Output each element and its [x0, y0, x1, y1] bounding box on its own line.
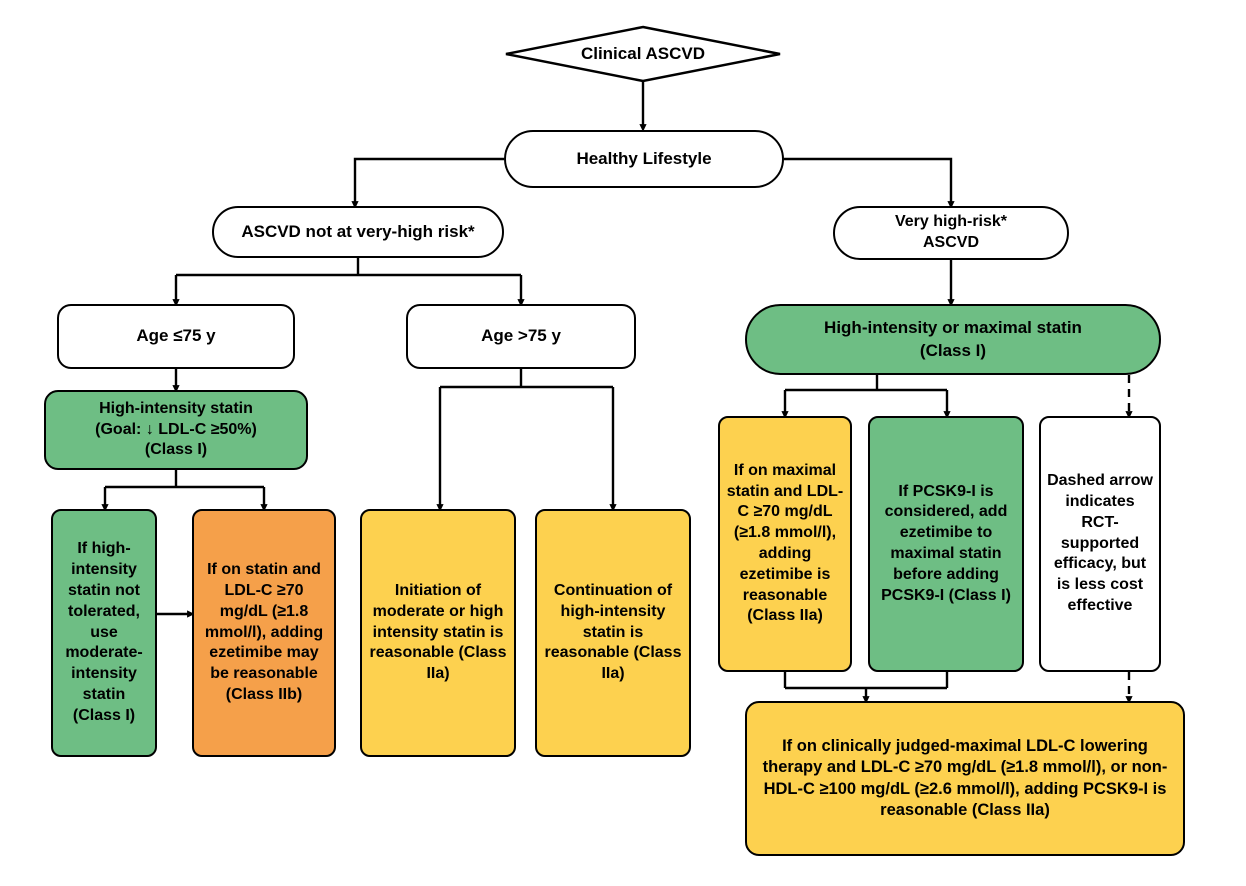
node-high-intensity-or-maximal-statin[interactable]: High-intensity or maximal statin (Class … [745, 304, 1161, 375]
node-pcsk9i-considered[interactable]: If PCSK9-I is considered, add ezetimibe … [868, 416, 1024, 672]
node-healthy-lifestyle[interactable]: Healthy Lifestyle [504, 130, 784, 188]
edge-lifestyle-to-not-high-risk [351, 157, 504, 209]
node-clinically-judged-maximal-pcsk9i[interactable]: If on clinically judged-maximal LDL-C lo… [745, 701, 1185, 856]
node-clinical-ascvd[interactable]: Clinical ASCVD [503, 25, 783, 83]
node-very-high-risk-ascvd[interactable]: Very high-risk* ASCVD [833, 206, 1069, 260]
node-clinical-ascvd-label: Clinical ASCVD [580, 44, 706, 63]
node-continuation-high-intensity[interactable]: Continuation of high-intensity statin is… [535, 509, 691, 757]
node-maximal-statin-add-ezetimibe[interactable]: If on maximal statin and LDL-C ≥70 mg/dL… [718, 416, 852, 672]
node-dashed-arrow-note[interactable]: Dashed arrow indicates RCT-supported eff… [1039, 416, 1161, 672]
node-ascvd-not-very-high-risk[interactable]: ASCVD not at very-high risk* [212, 206, 504, 258]
node-initiation-moderate-or-high[interactable]: Initiation of moderate or high intensity… [360, 509, 516, 757]
node-high-intensity-statin-goal[interactable]: High-intensity statin (Goal: ↓ LDL-C ≥50… [44, 390, 308, 470]
node-age-gt-75[interactable]: Age >75 y [406, 304, 636, 369]
node-age-le-75[interactable]: Age ≤75 y [57, 304, 295, 369]
node-on-statin-add-ezetimibe[interactable]: If on statin and LDL-C ≥70 mg/dL (≥1.8 m… [192, 509, 336, 757]
edge-lifestyle-to-very-high-risk [784, 157, 955, 209]
node-statin-not-tolerated-moderate[interactable]: If high-intensity statin not tolerated, … [51, 509, 157, 757]
